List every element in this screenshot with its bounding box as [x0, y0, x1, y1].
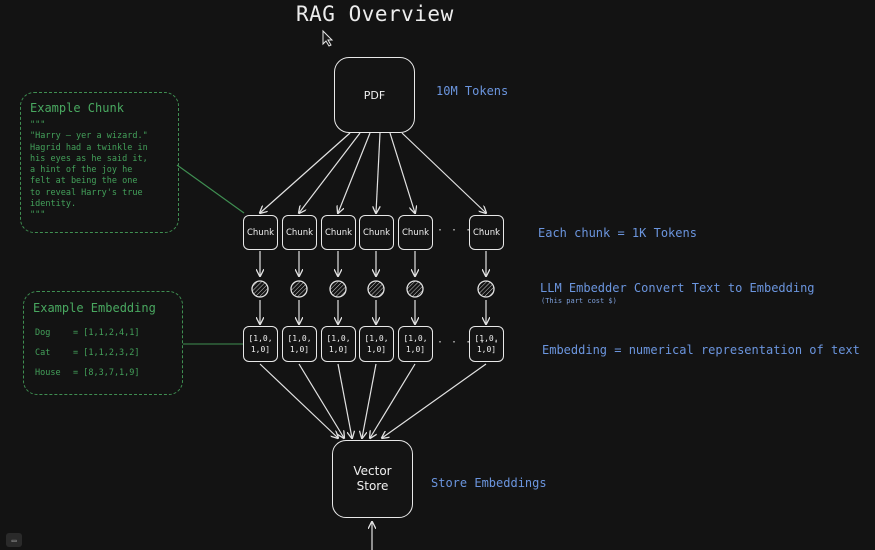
chunk-label: Chunk — [246, 227, 275, 238]
example-chunk-callout: Example Chunk """ "Harry — yer a wizard.… — [20, 92, 179, 233]
chunk-node: Chunk — [243, 215, 278, 250]
embedding-node: [1,0, 1,0] — [243, 326, 278, 362]
embedding-example-row: Dog = [1,1,2,4,1] — [33, 328, 182, 348]
embedding-node: [1,0, 1,0] — [321, 326, 356, 362]
chunk-node: Chunk — [469, 215, 504, 250]
embedding-example-row: Cat = [1,1,2,3,2] — [33, 348, 182, 368]
embedding-example-vector: = [8,3,7,1,9] — [73, 368, 140, 378]
example-chunk-text: """ "Harry — yer a wizard." Hagrid had a… — [30, 120, 148, 221]
chunk-node: Chunk — [398, 215, 433, 250]
embedder-cost-note: (This part cost $) — [541, 297, 617, 305]
chat-icon[interactable]: ▭ — [6, 533, 22, 547]
embedding-text: [1,0, — [474, 334, 499, 343]
pdf-label: PDF — [363, 88, 386, 102]
embedding-to-store-arrow — [382, 363, 487, 438]
pdf-to-chunk-arrow — [338, 132, 371, 213]
chunk-annotation: Each chunk = 1K Tokens — [538, 226, 697, 240]
embedding-node: [1,0, 1,0] — [359, 326, 394, 362]
pdf-to-chunk-arrow — [260, 132, 351, 213]
chunk-ellipsis: · · · · · — [437, 225, 501, 236]
embedding-text: [1,0, — [287, 334, 312, 343]
example-embedding-callout: Example Embedding Dog = [1,1,2,4,1] Cat = … — [23, 291, 183, 395]
embedding-text: 1,0] — [405, 345, 426, 354]
embedding-text: 1,0] — [289, 345, 310, 354]
example-chunk-heading: Example Chunk — [30, 101, 124, 115]
embedding-text: 1,0] — [476, 345, 497, 354]
embedding-annotation: Embedding = numerical representation of … — [542, 343, 860, 357]
embedding-text: 1,0] — [250, 345, 271, 354]
embedding-example-word: Cat — [35, 348, 51, 358]
embedding-to-store-arrow — [362, 363, 377, 438]
embedding-node: [1,0, 1,0] — [469, 326, 504, 362]
chunk-label: Chunk — [401, 227, 430, 238]
embedding-node: [1,0, 1,0] — [398, 326, 433, 362]
embedder-hub-icon — [406, 280, 424, 298]
embedding-text: [1,0, — [326, 334, 351, 343]
embedding-to-store-arrow — [337, 363, 352, 438]
mouse-cursor-icon — [322, 29, 334, 47]
embedding-text: [1,0, — [248, 334, 273, 343]
embedding-example-row: House = [8,3,7,1,9] — [33, 368, 182, 388]
vector-store-label: Vector — [353, 464, 392, 478]
chunk-label: Chunk — [285, 227, 314, 238]
chunk-node: Chunk — [321, 215, 356, 250]
chunk-label: Chunk — [362, 227, 391, 238]
chunk-label: Chunk — [324, 227, 353, 238]
chunk-node: Chunk — [359, 215, 394, 250]
embedding-ellipsis: · · · · · — [437, 337, 501, 348]
pdf-node: PDF — [334, 57, 415, 133]
chunk-callout-connector — [176, 164, 245, 214]
pdf-to-chunk-arrow — [376, 132, 381, 213]
vector-store-annotation: Store Embeddings — [431, 476, 547, 490]
embedding-text: 1,0] — [328, 345, 349, 354]
embedding-to-store-arrow — [298, 363, 344, 438]
embedding-example-vector: = [1,1,2,4,1] — [73, 328, 140, 338]
embedder-annotation: LLM Embedder Convert Text to Embedding — [540, 281, 815, 295]
pdf-to-chunk-arrow — [389, 132, 415, 213]
embedding-example-word: Dog — [35, 328, 51, 338]
chunk-node: Chunk — [282, 215, 317, 250]
example-embedding-heading: Example Embedding — [33, 301, 156, 315]
embedder-hub-icon — [477, 280, 495, 298]
embedding-text: [1,0, — [403, 334, 428, 343]
chunk-label: Chunk — [472, 227, 501, 238]
embedding-to-store-arrow — [259, 363, 338, 438]
pdf-to-chunk-arrow — [299, 132, 361, 213]
embedder-hub-icon — [251, 280, 269, 298]
embedder-hub-icon — [329, 280, 347, 298]
embedding-example-word: House — [35, 368, 61, 378]
diagram-title: RAG Overview — [296, 2, 454, 26]
embedding-example-vector: = [1,1,2,3,2] — [73, 348, 140, 358]
embedder-hub-icon — [290, 280, 308, 298]
pdf-annotation: 10M Tokens — [436, 84, 509, 98]
pdf-to-chunk-arrow — [401, 132, 486, 213]
vector-store-label: Store — [356, 479, 389, 493]
embedding-text: [1,0, — [364, 334, 389, 343]
embedding-node: [1,0, 1,0] — [282, 326, 317, 362]
embedding-text: 1,0] — [366, 345, 387, 354]
embedding-to-store-arrow — [370, 363, 416, 438]
embedder-hub-icon — [367, 280, 385, 298]
